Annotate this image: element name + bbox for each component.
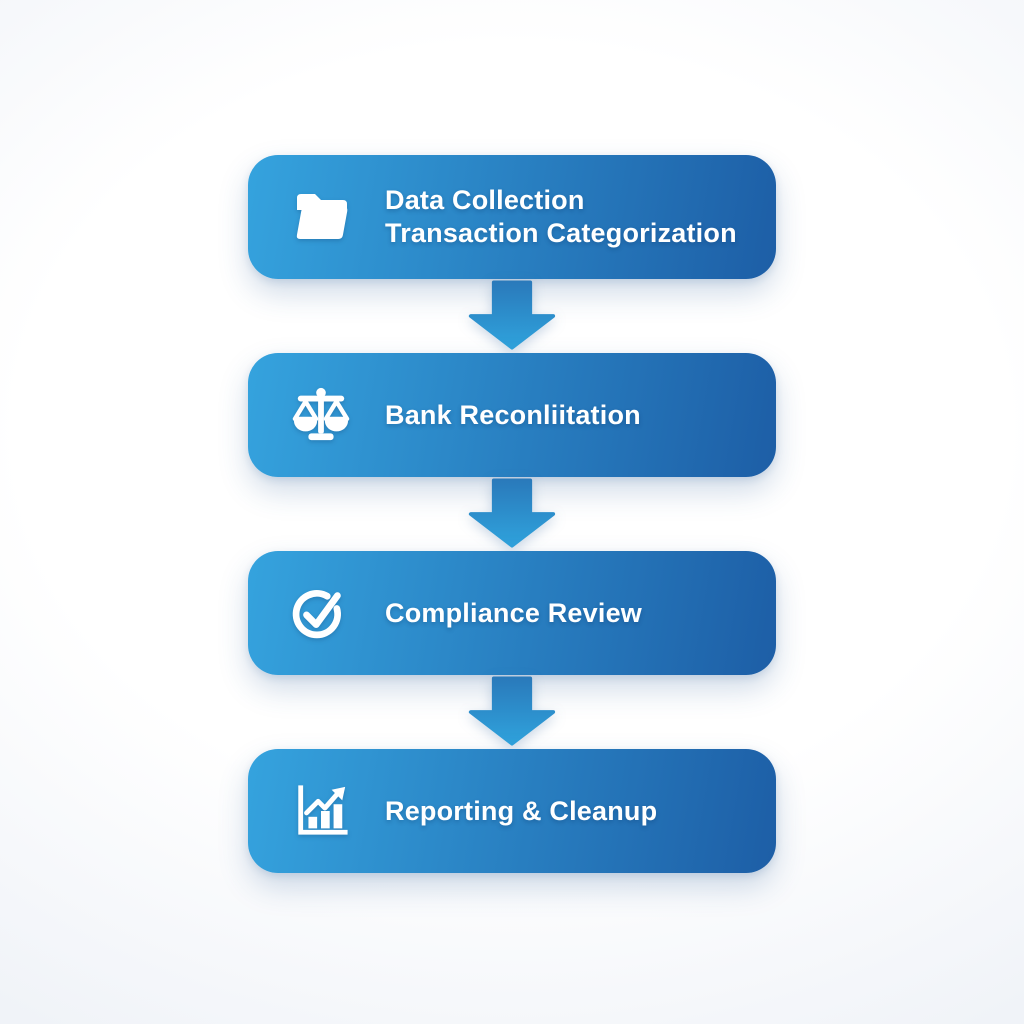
step-label-line: Transaction Categorization bbox=[385, 218, 737, 248]
down-arrow-icon bbox=[468, 280, 556, 350]
step-label-line: Compliance Review bbox=[385, 597, 642, 628]
down-arrow-icon bbox=[468, 676, 556, 746]
bar-chart-icon bbox=[288, 778, 354, 844]
flow-step-reporting-cleanup: Reporting & Cleanup bbox=[248, 749, 776, 873]
flow-step-bank-reconciliation: Bank Reconliitation bbox=[248, 353, 776, 477]
step-label: Compliance Review bbox=[385, 597, 642, 630]
step-label-line: Data Collection bbox=[385, 185, 585, 215]
balance-scale-icon bbox=[288, 382, 354, 448]
step-label: Bank Reconliitation bbox=[385, 399, 641, 432]
down-arrow-icon bbox=[468, 478, 556, 548]
step-label: Reporting & Cleanup bbox=[385, 795, 657, 828]
folder-open-icon bbox=[288, 184, 354, 250]
check-circle-icon bbox=[288, 580, 354, 646]
step-label-line: Bank Reconliitation bbox=[385, 399, 641, 430]
step-label: Data Collection Transaction Categorizati… bbox=[385, 184, 737, 250]
flow-step-data-collection: Data Collection Transaction Categorizati… bbox=[248, 155, 776, 279]
step-label-line: Reporting & Cleanup bbox=[385, 795, 658, 826]
flow-step-compliance-review: Compliance Review bbox=[248, 551, 776, 675]
